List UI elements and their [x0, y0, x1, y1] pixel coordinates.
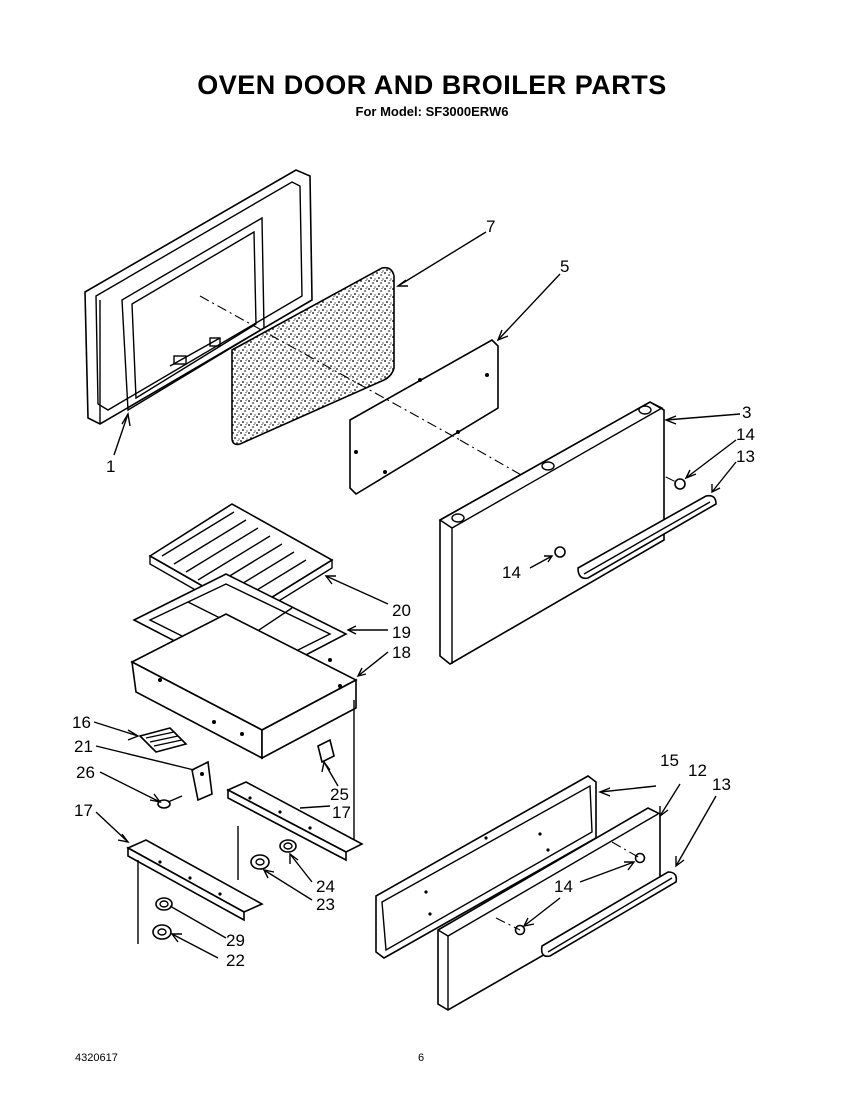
callout-17-left: 17: [74, 801, 93, 820]
callout-12: 12: [688, 761, 707, 780]
callout-22: 22: [226, 951, 245, 970]
callout-24: 24: [316, 877, 335, 896]
callout-23: 23: [316, 895, 335, 914]
knob-part-23: [250, 854, 270, 870]
callout-14-lower: 14: [554, 877, 573, 896]
page-title: OVEN DOOR AND BROILER PARTS: [197, 70, 667, 100]
spacer-part-14-upper-left: [554, 546, 566, 558]
alignment-line: [199, 295, 461, 441]
callout-18: 18: [392, 643, 411, 662]
alignment-line: [611, 841, 641, 859]
inner-door-frame-part-1: [84, 169, 313, 425]
knob-part-29: [155, 897, 173, 911]
broiler-pan-part-18: [130, 613, 358, 760]
callout-26: 26: [76, 763, 95, 782]
callout-25: 25: [330, 785, 349, 804]
leader-lines: [93, 231, 741, 959]
callout-20: 20: [392, 601, 411, 620]
door-handle-part-13-upper: [577, 494, 717, 580]
spacer-part-14-upper-right: [674, 478, 686, 490]
callout-14-upper-left: 14: [502, 563, 521, 582]
page-number: 6: [418, 1052, 425, 1064]
callout-16: 16: [72, 713, 91, 732]
broiler-handle-part-13-lower: [540, 871, 678, 958]
door-insulation-part-7: [231, 266, 395, 446]
door-panel-part-5: [349, 339, 499, 496]
alignment-line: [611, 449, 681, 485]
callout-15: 15: [660, 751, 679, 770]
model-subtitle: For Model: SF3000ERW6: [355, 104, 509, 119]
knob-part-22: [152, 924, 172, 940]
screw-part-26: [157, 795, 183, 809]
outer-oven-door-part-3: [438, 401, 665, 665]
callout-21: 21: [74, 737, 93, 756]
callout-5: 5: [560, 257, 569, 276]
broiler-rail-part-17-right: [226, 781, 364, 862]
knob-part-24: [279, 839, 297, 853]
bracket-part-21: [191, 760, 213, 802]
callout-1: 1: [106, 457, 115, 476]
callout-29: 29: [226, 931, 245, 950]
callout-13-upper: 13: [736, 447, 755, 466]
alignment-line: [459, 439, 531, 481]
broiler-rail-part-17-left: [126, 839, 264, 922]
alignment-line: [495, 917, 521, 931]
spacer-part-14-lower-right: [634, 852, 646, 864]
clip-part-25: [317, 738, 335, 764]
callout-17-right: 17: [332, 803, 351, 822]
document-number: 4320617: [75, 1052, 118, 1064]
part-16: [138, 727, 188, 753]
callout-19: 19: [392, 623, 411, 642]
callout-14-upper-right: 14: [736, 425, 755, 444]
broiler-door-part-12: [437, 807, 661, 1011]
callout-7: 7: [486, 217, 495, 236]
callout-3: 3: [742, 403, 751, 422]
callout-13-lower: 13: [712, 775, 731, 794]
